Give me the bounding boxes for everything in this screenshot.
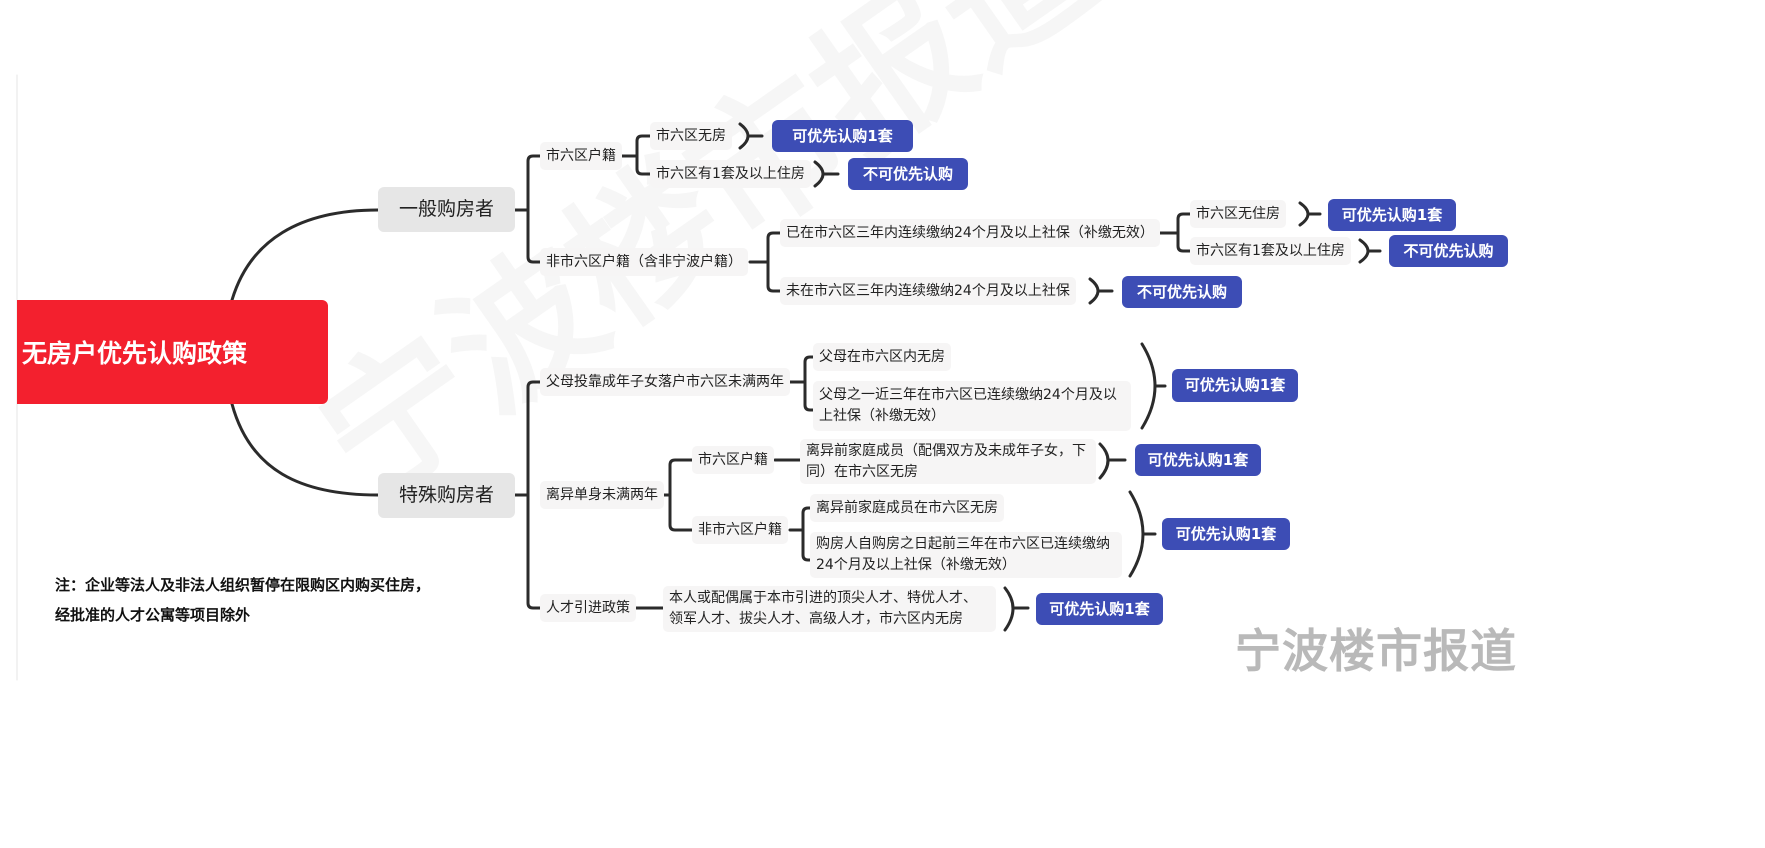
node-family-no-house: 离异前家庭成员在市六区无房 (810, 494, 1004, 522)
node-talent: 人才引进政策 (540, 594, 636, 622)
result-eligible: 可优先认购1套 (1172, 369, 1298, 402)
node-divorced: 离异单身未满两年 (540, 481, 664, 509)
node-buyer-social-security: 购房人自购房之日起前三年在市六区已连续缴纳24个月及以上社保（补缴无效） (810, 532, 1122, 578)
node-special-buyer: 特殊购房者 (378, 473, 515, 518)
node-has-house: 市六区有1套及以上住房 (650, 160, 811, 188)
root-node: 无房户优先认购政策 (17, 300, 328, 404)
node-no-house: 市六区无房 (650, 122, 732, 150)
node-family-no-house: 离异前家庭成员（配偶双方及未成年子女，下同）在市六区无房 (800, 439, 1096, 484)
node-general-buyer: 一般购房者 (378, 187, 515, 232)
node-not-paid-social-security: 未在市六区三年内连续缴纳24个月及以上社保 (780, 277, 1076, 305)
result-eligible: 可优先认购1套 (1162, 518, 1290, 550)
result-eligible: 可优先认购1套 (1036, 593, 1163, 625)
result-ineligible: 不可优先认购 (1122, 276, 1242, 308)
node-nonlocal-hukou: 非市六区户籍 (692, 516, 788, 544)
result-eligible: 可优先认购1套 (1328, 199, 1456, 231)
node-parents: 父母投靠成年子女落户市六区未满两年 (540, 368, 790, 396)
result-eligible: 可优先认购1套 (772, 120, 913, 152)
footnote-line: 经批准的人才公寓等项目除外 (55, 606, 251, 624)
watermark-logo: 宁波楼市报道 (1235, 624, 1517, 678)
node-paid-social-security: 已在市六区三年内连续缴纳24个月及以上社保（补缴无效） (780, 219, 1160, 247)
footnote: 注：企业等法人及非法人组织暂停在限购区内购买住房， 经批准的人才公寓等项目除外 (55, 570, 430, 630)
result-eligible: 可优先认购1套 (1135, 444, 1261, 476)
node-local-hukou: 市六区户籍 (692, 446, 774, 474)
node-talent-condition: 本人或配偶属于本市引进的顶尖人才、特优人才、领军人才、拔尖人才、高级人才，市六区… (663, 586, 996, 632)
node-parents-social-security: 父母之一近三年在市六区已连续缴纳24个月及以上社保（补缴无效） (813, 381, 1131, 431)
footnote-line: 注：企业等法人及非法人组织暂停在限购区内购买住房， (55, 576, 431, 594)
result-ineligible: 不可优先认购 (848, 158, 968, 190)
node-nonlocal-hukou: 非市六区户籍（含非宁波户籍） (540, 248, 748, 276)
node-parents-no-house: 父母在市六区内无房 (813, 343, 951, 371)
result-ineligible: 不可优先认购 (1389, 235, 1508, 267)
node-local-hukou: 市六区户籍 (540, 142, 622, 170)
node-no-house: 市六区无住房 (1190, 200, 1286, 228)
node-has-house: 市六区有1套及以上住房 (1190, 237, 1351, 265)
